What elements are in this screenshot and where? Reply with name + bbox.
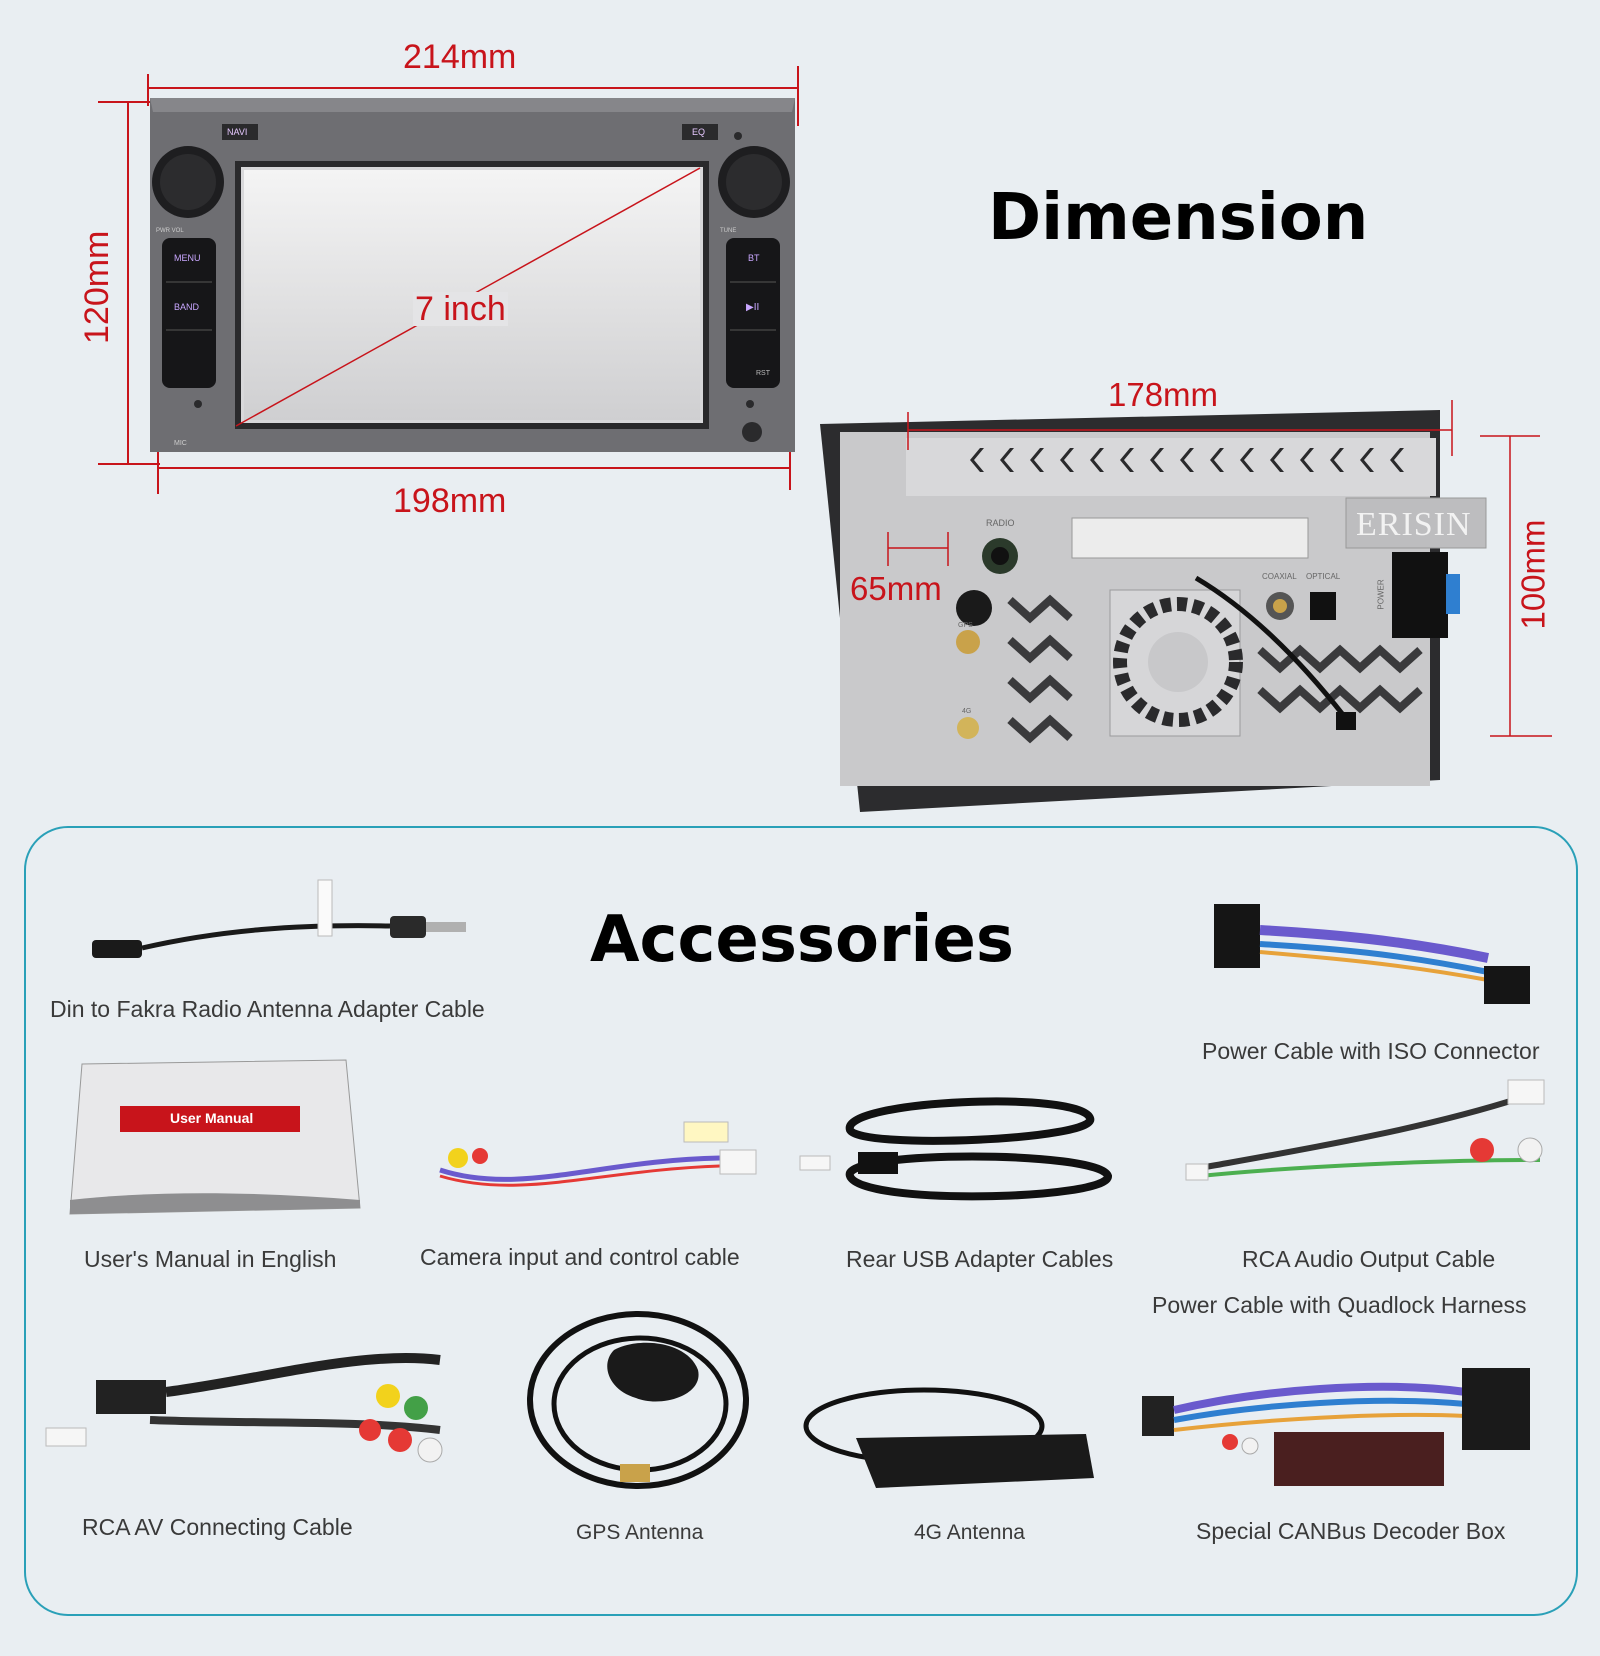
caption-fakra-adapter: Din to Fakra Radio Antenna Adapter Cable: [50, 996, 485, 1022]
caption-rca-av: RCA AV Connecting Cable: [82, 1514, 353, 1540]
pwr-vol-label: PWR VOL: [156, 228, 184, 234]
left-button-column: [162, 238, 216, 388]
4g-port-label: 4G: [962, 708, 972, 715]
fakra-adapter-cable-image: [92, 879, 466, 958]
canbus-decoder-image: [1142, 1368, 1530, 1486]
caption-gps-antenna: GPS Antenna: [576, 1521, 704, 1544]
front-width-top-label: 214mm: [403, 38, 517, 76]
front-width-bottom-label: 198mm: [393, 482, 507, 520]
rear-connector-strip: [1071, 517, 1309, 559]
caption-canbus-decoder: Special CANBus Decoder Box: [1196, 1518, 1506, 1544]
rear-depth-label: 65mm: [850, 570, 942, 607]
caption-camera-cable: Camera input and control cable: [420, 1244, 740, 1270]
rca-audio-cable-image: [1185, 1079, 1545, 1181]
user-manual-image: [69, 1059, 361, 1215]
camera-cable-image: [439, 1121, 757, 1187]
bt-button: BT: [748, 253, 760, 263]
4g-port: [957, 717, 979, 739]
caption-4g-antenna: 4G Antenna: [914, 1521, 1025, 1544]
caption-rca-audio: RCA Audio Output Cable: [1242, 1246, 1496, 1272]
coaxial-label: COAXIAL: [1262, 572, 1297, 581]
tune-label: TUNE: [720, 228, 737, 234]
optical-label: OPTICAL: [1306, 572, 1341, 581]
rear-lattice: [1007, 594, 1423, 744]
caption-user-manual: User's Manual in English: [84, 1246, 337, 1272]
caption-power-iso: Power Cable with ISO Connector: [1202, 1038, 1540, 1064]
rear-dimension-lines: [887, 400, 1552, 737]
eq-button: EQ: [692, 127, 706, 137]
radio-port-label: RADIO: [986, 518, 1015, 528]
menu-button: MENU: [174, 253, 201, 263]
navi-button: NAVI: [227, 127, 248, 137]
user-manual-cover-label: User Manual: [170, 1110, 254, 1126]
dimension-heading: Dimension: [988, 181, 1369, 255]
mic-label: MIC: [174, 440, 187, 447]
band-button: BAND: [174, 302, 200, 312]
usb-cables-image: [799, 1097, 1112, 1201]
right-button-column: [726, 238, 780, 388]
brand-logo-plate: ERISIN: [1356, 506, 1472, 543]
screen-size-label: 7 inch: [413, 290, 508, 328]
gps-antenna-image: [527, 1311, 749, 1489]
4g-antenna-image: [803, 1387, 1094, 1488]
rear-width-label: 178mm: [1108, 376, 1219, 413]
gps-port-label: GPS: [958, 622, 973, 629]
gps-port: [956, 630, 980, 654]
caption-usb-cables: Rear USB Adapter Cables: [846, 1246, 1114, 1272]
power-iso-cable-image: [1214, 904, 1530, 1004]
accessories-heading: Accessories: [590, 903, 1014, 977]
caption-quadlock-harness: Power Cable with Quadlock Harness: [1152, 1292, 1527, 1318]
power-socket: [1392, 552, 1448, 638]
rca-av-cable-image: [45, 1353, 443, 1463]
play-pause-button: ▶II: [746, 302, 760, 313]
rst-button: RST: [756, 370, 770, 377]
rear-vent-chevrons: [970, 448, 1404, 472]
